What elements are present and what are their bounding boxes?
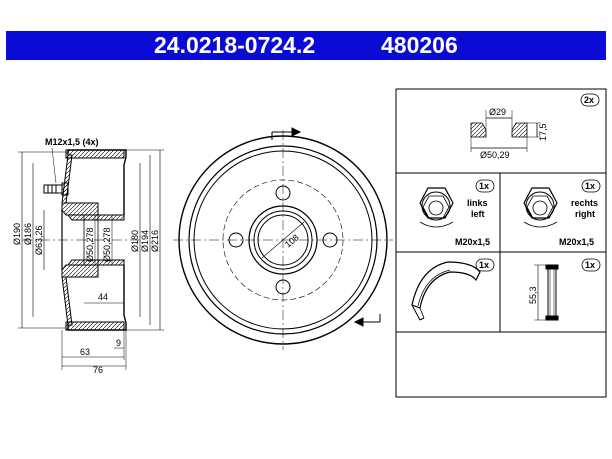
dim-d190: Ø190 bbox=[12, 223, 22, 245]
bolt-label: M12x1,5 (4x) bbox=[45, 137, 99, 147]
dust-cap-drawing bbox=[411, 261, 481, 321]
dim-d63-26: Ø63,26 bbox=[34, 225, 44, 255]
nut-right-line1: rechts bbox=[571, 198, 598, 208]
nut-left-qty: 1x bbox=[479, 181, 489, 191]
dim-44: 44 bbox=[98, 292, 108, 302]
seal-height-dim: 17,5 bbox=[538, 123, 548, 141]
nut-left-drawing bbox=[419, 187, 454, 228]
dim-63: 63 bbox=[80, 347, 90, 357]
cap-qty: 1x bbox=[479, 260, 489, 270]
dim-d186: Ø186 bbox=[23, 223, 33, 245]
dim-d50-278-b: Ø50,278 bbox=[102, 227, 112, 262]
hub-dim-108: 108 bbox=[283, 232, 301, 249]
qty-badge-nut-left bbox=[475, 179, 495, 193]
nut-right-line2: right bbox=[575, 209, 595, 219]
qty-badge-nut-right bbox=[581, 179, 601, 193]
nut-right-thread: M20x1,5 bbox=[559, 237, 594, 247]
seal-top-dim: Ø29 bbox=[489, 107, 506, 117]
qty-badge-sensor-ring bbox=[581, 258, 601, 272]
nut-right-drawing bbox=[523, 187, 558, 228]
dim-d180: Ø180 bbox=[130, 230, 140, 252]
seal-ring-drawing bbox=[470, 110, 541, 152]
dim-d216: Ø216 bbox=[150, 230, 160, 252]
qty-badge-seal bbox=[580, 93, 600, 107]
sensor-ring-height-dim: 55,3 bbox=[528, 286, 538, 304]
reference-number: 480206 bbox=[381, 32, 458, 58]
seal-bottom-dim: Ø50,29 bbox=[480, 150, 510, 160]
dim-d194: Ø194 bbox=[140, 230, 150, 252]
sensor-ring-drawing bbox=[534, 264, 559, 321]
sensor-ring-qty: 1x bbox=[585, 260, 595, 270]
side-section-view bbox=[18, 147, 164, 370]
qty-badge-cap bbox=[475, 258, 495, 272]
nut-right-qty: 1x bbox=[585, 181, 595, 191]
nut-left-thread: M20x1,5 bbox=[455, 237, 490, 247]
seal-qty: 2x bbox=[584, 95, 594, 105]
front-view bbox=[173, 127, 393, 350]
part-number: 24.0218-0724.2 bbox=[154, 32, 316, 58]
dim-9: 9 bbox=[116, 338, 121, 348]
nut-left-line1: links bbox=[467, 198, 488, 208]
dim-76: 76 bbox=[93, 365, 103, 375]
nut-left-line2: left bbox=[471, 209, 485, 219]
dim-d50-278-a: Ø50,278 bbox=[85, 227, 95, 262]
header-bar: 24.0218-0724.2 480206 bbox=[6, 31, 606, 60]
parts-panel bbox=[395, 88, 607, 398]
